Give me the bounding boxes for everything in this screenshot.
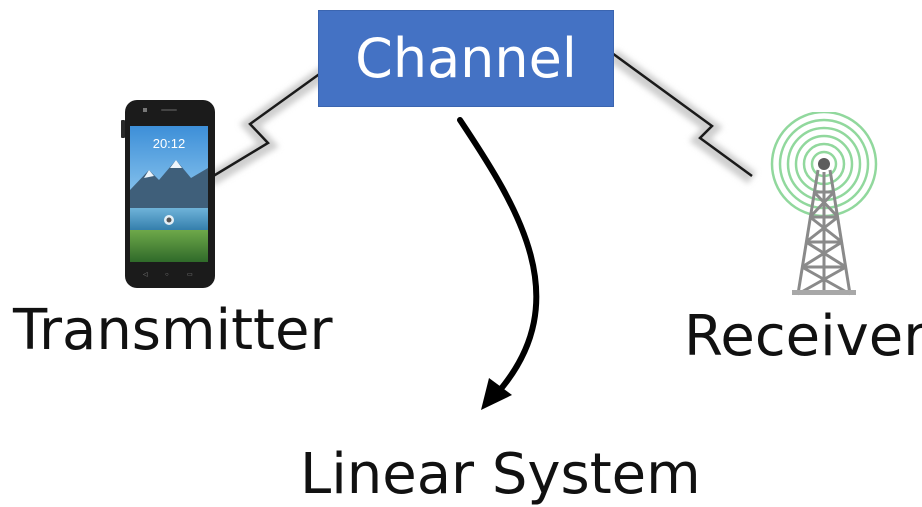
smartphone-icon: 20:12 ◁ ○ ▭ — [121, 100, 215, 288]
receiver-label: Receiver — [684, 304, 922, 369]
link-transmitter-channel — [206, 66, 330, 186]
svg-text:◁: ◁ — [143, 272, 148, 278]
svg-text:○: ○ — [165, 272, 169, 278]
channel-box: Channel — [318, 10, 614, 107]
phone-time: 20:12 — [153, 136, 186, 151]
link-channel-receiver — [607, 49, 757, 184]
linear-system-label: Linear System — [300, 442, 701, 507]
channel-to-linear-system-arrow — [457, 117, 540, 410]
radio-tower-icon — [770, 112, 878, 296]
transmitter-label: Transmitter — [13, 298, 333, 363]
channel-label: Channel — [355, 27, 577, 90]
svg-text:▭: ▭ — [187, 272, 193, 278]
